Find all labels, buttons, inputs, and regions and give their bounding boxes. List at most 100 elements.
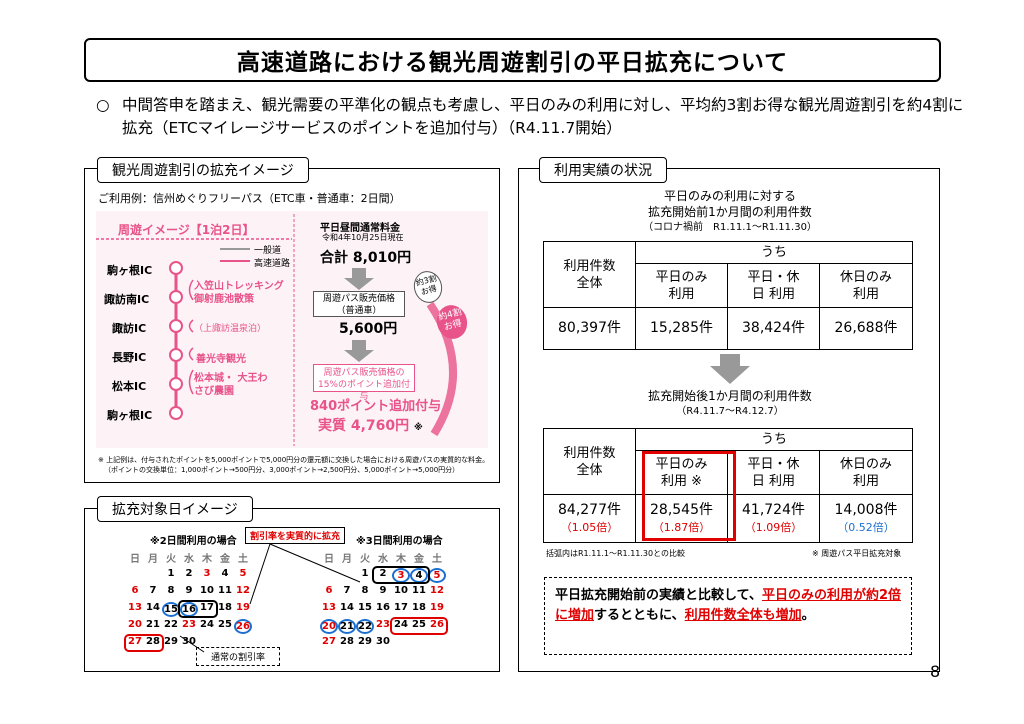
- cal2-heading: ※2日間利用の場合: [150, 536, 237, 547]
- col-mixed-header: 平日・休日 利用: [727, 450, 820, 495]
- col-uchi-header: うち: [635, 241, 913, 264]
- calendar-day: 21: [338, 619, 356, 634]
- legend-normal-road: 一般道: [254, 246, 282, 256]
- calendar-day: 20: [128, 619, 142, 630]
- highlight-group-box: [372, 566, 430, 584]
- down-arrow-icon: [344, 340, 374, 362]
- calendar-day: 17: [200, 602, 214, 613]
- calendar-panel: [84, 508, 500, 672]
- after-heading: 拡充開始後1か月間の利用件数 （R4.11.7～R4.12.7）: [648, 389, 812, 417]
- calendar-day: 2: [185, 568, 193, 579]
- calendar-day: 30: [182, 636, 196, 647]
- usage-results-title: 利用実績の状況: [539, 157, 667, 183]
- calendar-day: 6: [131, 585, 139, 596]
- down-arrow-icon: [710, 354, 750, 384]
- callout-expanded: 割引率を実質的に拡充: [245, 527, 346, 544]
- ic-node: [169, 261, 183, 275]
- calendar-day: 5: [239, 568, 247, 579]
- before-table: 利用件数 全体 うち 平日のみ 利用 平日・休日 利用 休日のみ 利用 80,3…: [543, 241, 913, 350]
- legend-highway: 高速道路: [254, 259, 291, 269]
- spot-label: （上諏訪温泉泊）: [194, 324, 267, 334]
- point-label-box: 周遊パス販売価格の 15%のポイント追加付与: [313, 364, 415, 402]
- calendar-day: 24: [200, 619, 214, 630]
- col-holiday-header: 休日のみ 利用: [819, 450, 913, 495]
- calendar-day: 1: [361, 568, 369, 579]
- page-number: 8: [930, 662, 941, 681]
- calendar-panel-title: 拡充対象日イメージ: [97, 496, 253, 522]
- calendar-day: 13: [322, 602, 336, 613]
- lead-paragraph: ○ 中間答申を踏まえ、観光需要の平準化の観点も考慮し、平日のみの利用に対し、平均…: [96, 94, 976, 140]
- expansion-image-title: 観光周遊割引の拡充イメージ: [97, 157, 309, 183]
- footnote-2: （ポイントの交換単位：1,000ポイント→500円分、3,000ポイント→2,5…: [104, 466, 460, 474]
- route-heading: 周遊イメージ【1泊2日】: [118, 223, 255, 237]
- calendar-day: 10: [394, 585, 408, 596]
- ic-label: 諏訪南IC: [104, 293, 150, 306]
- calendar-day: 9: [379, 585, 387, 596]
- calendar-day: 22: [164, 619, 178, 630]
- highlight-group-box: [178, 600, 218, 618]
- pass-label-box: 周遊パス販売価格 （普通車）: [313, 291, 405, 317]
- weekday-header: 土: [238, 554, 248, 565]
- weekday-highlight-box: [642, 451, 736, 541]
- calendar-day: 14: [146, 602, 160, 613]
- calendar-day: 22: [356, 619, 374, 634]
- after-mixed: 41,724件（1.09倍）: [727, 494, 820, 543]
- callout-normal: 通常の割引率: [196, 647, 281, 666]
- calendar-day: 14: [340, 602, 354, 613]
- calendar-day: 26: [430, 619, 444, 630]
- weekday-header: 日: [324, 554, 334, 565]
- calendar-day: 25: [218, 619, 232, 630]
- calendar-day: 4: [221, 568, 229, 579]
- usage-results-panel: [518, 168, 940, 672]
- usage-example: ご利用例：信州めぐりフリーパス（ETC車・普通車：2日間）: [98, 192, 401, 205]
- bullet-circle-icon: ○: [96, 96, 110, 114]
- weekday-header: 月: [342, 554, 352, 565]
- col-holiday-header: 休日のみ 利用: [819, 263, 913, 308]
- real-price: 実質 4,760円 ※: [318, 418, 423, 434]
- calendar-day: 27: [128, 636, 142, 647]
- col-mixed-header: 平日・休日 利用: [727, 263, 820, 308]
- weekday-header: 金: [414, 554, 424, 565]
- lead-text: 中間答申を踏まえ、観光需要の平準化の観点も考慮し、平日のみの利用に対し、平均約3…: [122, 96, 964, 137]
- calendar-day: 18: [218, 602, 232, 613]
- route-heading-line: [96, 238, 292, 240]
- calendar-day: 13: [128, 602, 142, 613]
- before-mixed: 38,424件: [727, 307, 820, 350]
- calendar-day: 27: [322, 636, 336, 647]
- fare-divider: [293, 214, 295, 446]
- ic-label: 駒ヶ根IC: [107, 264, 153, 277]
- calendar-day: 30: [376, 636, 390, 647]
- after-weekday: 28,545件（1.87倍）: [635, 494, 728, 543]
- ic-label: 駒ヶ根IC: [107, 409, 153, 422]
- before-heading: 平日のみの利用に対する 拡充開始前1か月間の利用件数 （コロナ禍前 R1.11.…: [643, 189, 817, 233]
- spot-label: 松本城・ 大王わさび農園: [194, 373, 268, 397]
- col-weekday-header: 平日のみ 利用 ※: [635, 450, 728, 495]
- calendar-day: 24: [394, 619, 408, 630]
- ic-node: [169, 406, 183, 420]
- after-table: 利用件数 全体 うち 平日のみ 利用 ※ 平日・休日 利用 休日のみ 利用 84…: [543, 428, 913, 543]
- ic-node: [169, 348, 183, 362]
- before-weekday: 15,285件: [635, 307, 728, 350]
- weekday-header: 月: [148, 554, 158, 565]
- ic-label: 松本IC: [112, 380, 147, 393]
- calendar-day: 15: [358, 602, 372, 613]
- calendar-day: 11: [218, 585, 232, 596]
- highlight-group-box: [124, 634, 164, 652]
- calendar-day: 5: [428, 568, 446, 583]
- weekday-header: 日: [130, 554, 140, 565]
- col-total-header: 利用件数 全体: [543, 428, 636, 495]
- conclusion-box: 平日拡充開始前の実績と比較して、平日のみの利用が約2倍に増加するとともに、利用件…: [544, 577, 912, 655]
- calendar-day: 28: [146, 636, 160, 647]
- weekday-header: 木: [396, 554, 406, 565]
- calendar-day: 19: [236, 602, 250, 613]
- before-holiday: 26,688件: [819, 307, 913, 350]
- calendar-day: 26: [234, 619, 252, 634]
- after-total: 84,277件（1.05倍）: [543, 494, 636, 543]
- weekday-header: 火: [166, 554, 176, 565]
- legend-lines: [220, 248, 250, 262]
- footnote-1: ※ 上記例は、付与されたポイントを5,000ポイントで5,000円分の還元額に交…: [98, 456, 490, 464]
- weekday-header: 金: [220, 554, 230, 565]
- calendar-day: 23: [182, 619, 196, 630]
- weekday-header: 水: [378, 554, 388, 565]
- cal3-heading: ※3日間利用の場合: [356, 536, 443, 547]
